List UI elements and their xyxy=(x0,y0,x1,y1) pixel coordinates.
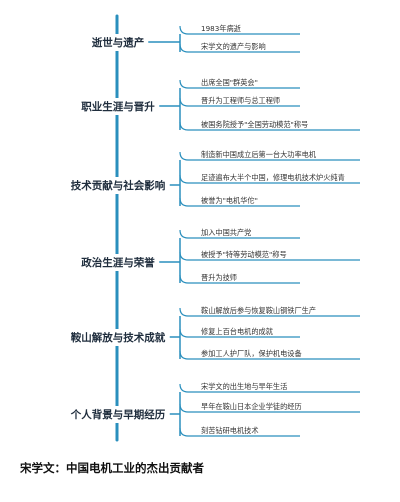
category-label-bg xyxy=(67,329,169,346)
leaf-underline xyxy=(179,251,360,261)
leaf-underline xyxy=(179,427,300,437)
leaf-underline xyxy=(179,79,300,89)
leaf-underline xyxy=(179,383,360,393)
leaf-underline xyxy=(179,403,360,413)
category-label: 逝世与遗产 xyxy=(92,36,145,49)
leaf-item: 晋升为工程师与总工程师 xyxy=(201,96,280,105)
category-label-bg xyxy=(78,254,159,271)
leaf-underline xyxy=(179,121,360,131)
leaf-item: 参加工人护厂队，保护机电设备 xyxy=(201,349,302,358)
leaf-underline xyxy=(179,350,360,360)
leaf-item: 被誉为"电机华佗" xyxy=(201,196,258,205)
leaf-underline xyxy=(179,25,300,35)
leaf-item: 被国务院授予"全国劳动模范"称号 xyxy=(201,120,308,129)
leaf-underline xyxy=(179,174,360,184)
leaf-item: 宋学文的遗产与影响 xyxy=(201,42,266,51)
leaf-item: 出席全国"群英会" xyxy=(201,78,258,87)
category-label-bg xyxy=(67,177,169,194)
category-label: 个人背景与早期经历 xyxy=(70,408,166,421)
leaf-item: 晋升为技师 xyxy=(201,273,237,282)
leaf-underline xyxy=(179,328,300,338)
leaf-item: 制造新中国成立后第一台大功率电机 xyxy=(201,150,317,159)
root-title: 宋学文：中国电机工业的杰出贡献者 xyxy=(19,461,204,475)
leaf-item: 被授予"特等劳动模范"称号 xyxy=(201,250,287,259)
leaf-underline xyxy=(179,197,300,207)
category-label-bg xyxy=(78,98,159,115)
leaf-item: 刻苦钻研电机技术 xyxy=(201,426,259,435)
category-label-bg xyxy=(66,406,169,423)
category-label: 鞍山解放与技术成就 xyxy=(71,331,166,344)
category-label: 职业生涯与晋升 xyxy=(81,100,155,113)
leaf-underline xyxy=(179,97,300,107)
leaf-underline xyxy=(179,151,360,161)
category-label-bg xyxy=(88,34,148,51)
leaf-item: 足迹遍布大半个中国，修理电机技术炉火纯青 xyxy=(201,173,345,182)
leaf-item: 早年在鞍山日本企业学徒的经历 xyxy=(201,402,302,411)
leaf-underline xyxy=(179,307,360,317)
category-label: 政治生涯与荣誉 xyxy=(81,256,155,269)
leaf-underline xyxy=(179,274,300,284)
leaf-item: 1983年病逝 xyxy=(201,24,241,33)
leaf-item: 鞍山解放后参与恢复鞍山钢铁厂生产 xyxy=(201,306,316,315)
leaf-underline xyxy=(179,229,300,239)
leaf-item: 宋学文的出生地与早年生活 xyxy=(201,382,287,391)
leaf-item: 加入中国共产党 xyxy=(201,228,251,237)
leaf-item: 修复上百台电机的成就 xyxy=(201,327,273,336)
leaf-underline xyxy=(179,43,300,53)
category-label: 技术贡献与社会影响 xyxy=(71,179,166,192)
